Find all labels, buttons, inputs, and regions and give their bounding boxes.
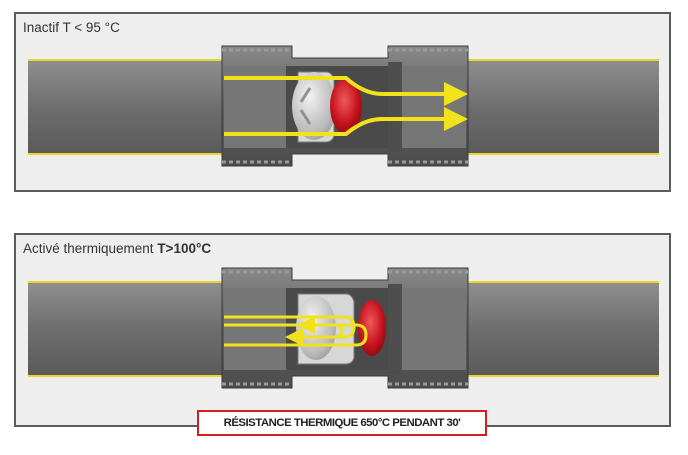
flow-arrows-blocked — [224, 315, 368, 347]
valve-cross-section-inactive — [28, 45, 659, 167]
diagram-panel-active: Activé thermiquement T>100°C — [14, 233, 671, 427]
flow-arrow-return-bottom — [224, 316, 368, 347]
flow-arrow-bottom — [224, 107, 468, 136]
flow-arrows — [224, 76, 468, 136]
diagram-panel-inactive: Inactif T < 95 °C — [14, 12, 671, 192]
valve-cartridge-shell — [296, 296, 336, 360]
valve-seal — [330, 78, 362, 134]
pipe-left — [28, 281, 224, 377]
flow-arrow-top — [224, 76, 468, 106]
panel-title: Inactif T < 95 °C — [23, 20, 120, 35]
valve-cartridge-shell — [292, 72, 336, 140]
valve-cross-section-active — [28, 267, 659, 389]
panel-title: Activé thermiquement T>100°C — [23, 241, 212, 256]
pipe-right — [464, 281, 659, 377]
valve-cartridge — [292, 71, 362, 143]
flow-arrow-return-top — [224, 315, 356, 346]
thermal-resistance-badge: RÉSISTANCE THERMIQUE 650°C PENDANT 30' — [197, 410, 487, 436]
pipe-right — [464, 59, 659, 155]
pipe-left — [28, 59, 224, 155]
